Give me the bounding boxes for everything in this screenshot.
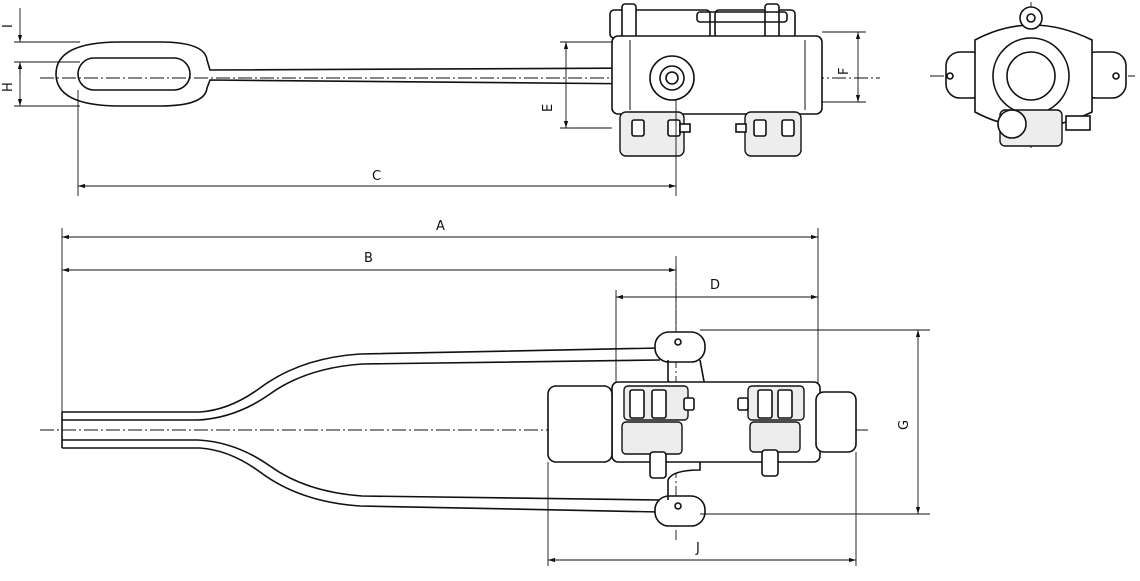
dimension-B: B (62, 251, 677, 332)
dimension-A: A (61, 219, 819, 412)
dim-label-h: H (1, 82, 16, 92)
left-bolt-group (621, 385, 695, 479)
pin-boss (649, 55, 695, 101)
dimension-E: E (541, 41, 612, 129)
dim-label-b: B (364, 251, 373, 266)
dimension-F: F (822, 31, 866, 103)
right-sleeve (815, 391, 857, 453)
dim-label-a: A (436, 219, 445, 234)
dim-label-g: G (897, 420, 912, 430)
eye-rod (55, 41, 651, 107)
dim-label-c: C (372, 169, 381, 184)
dim-label-d: D (710, 278, 720, 293)
eye-slot (77, 57, 191, 91)
dimension-H: H (1, 61, 80, 107)
side-view (40, 3, 880, 157)
dim-label-e: E (541, 104, 556, 112)
dim-label-i: I (1, 24, 16, 28)
right-bolt-group (737, 385, 805, 477)
dimension-D: D (615, 278, 818, 382)
end-view (930, 2, 1135, 150)
upper-eye (654, 331, 706, 363)
dim-label-j: J (695, 541, 700, 556)
dimension-I: I (1, 8, 80, 74)
dim-label-f: F (837, 68, 852, 75)
clamp-body-side (609, 3, 823, 157)
end-view-bore (992, 37, 1070, 115)
dimension-C: C (77, 90, 677, 196)
lower-eye (654, 495, 706, 527)
dimension-J: J (547, 452, 857, 566)
dimension-G: G (700, 329, 930, 515)
plan-view (40, 266, 870, 540)
left-sleeve (547, 385, 613, 463)
